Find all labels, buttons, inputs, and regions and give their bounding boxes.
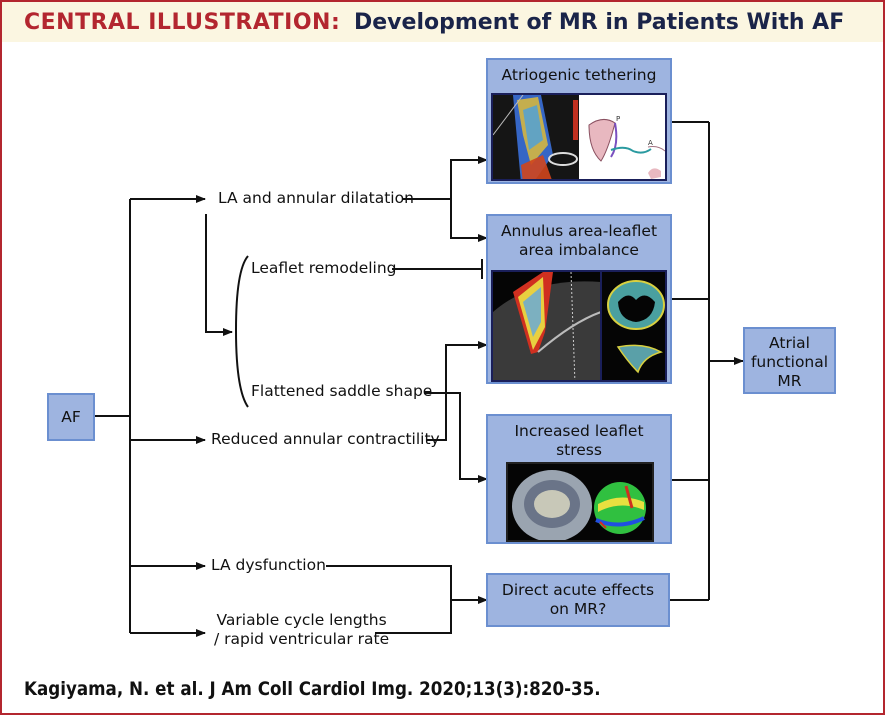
outcome-line2: functional [750, 353, 829, 371]
direct-acute-effects-box: Direct acute effects on MR? [486, 573, 670, 627]
atriogenic-image: P A [491, 93, 667, 181]
imbalance-title-line1: Annulus area-leaflet [500, 222, 658, 240]
atriogenic-title: Atriogenic tethering [501, 66, 657, 84]
stress-title-line2: stress [556, 441, 602, 459]
stress-image [506, 462, 654, 542]
leaflet-sketch-p-label: P [616, 115, 620, 123]
flattened-saddle-label: Flattened saddle shape [251, 382, 433, 400]
header-title: Development of MR in Patients With AF [354, 10, 845, 35]
direct-title-line1: Direct acute effects [501, 581, 655, 599]
leaflet-sketch-a-label: A [648, 139, 653, 147]
arrow-saddle-to-stress [424, 392, 488, 483]
imbalance-title-line2: area imbalance [519, 241, 639, 259]
arrow-to-atriogenic [450, 156, 488, 199]
af-label: AF [61, 408, 81, 426]
header-label: CENTRAL ILLUSTRATION: [24, 10, 341, 35]
outcome-line1: Atrial [769, 334, 810, 352]
la-dysfunction-label: LA dysfunction [211, 556, 326, 574]
atriogenic-tethering-box: Atriogenic tethering P A [486, 58, 672, 184]
af-box: AF [47, 393, 95, 441]
figure-header: CENTRAL ILLUSTRATION: Development of MR … [2, 2, 883, 42]
echo-doppler-image: P A [493, 95, 665, 179]
imbalance-image [491, 270, 667, 382]
arrow-to-imbalance [450, 199, 488, 242]
valve-stress-map-image [508, 464, 652, 540]
arrow-dilatation-to-bracket [205, 214, 233, 336]
reduced-contractility-label: Reduced annular contractility [211, 430, 440, 448]
leaflet-stress-box: Increased leaflet stress [486, 414, 672, 544]
stress-title-line1: Increased leaflet [514, 422, 644, 440]
annulus-imbalance-box: Annulus area-leaflet area imbalance [486, 214, 672, 384]
outcome-line3: MR [777, 372, 802, 390]
tee-3d-model-image [493, 272, 665, 380]
la-annular-dilatation-label: LA and annular dilatation [218, 189, 414, 207]
arrow-contractility-to-imbalance [426, 341, 488, 441]
bracket [234, 255, 249, 408]
leaflet-remodeling-label: Leaflet remodeling [251, 259, 397, 277]
direct-title-line2: on MR? [549, 600, 607, 618]
atrial-functional-mr-box: Atrial functional MR [743, 327, 836, 394]
variable-cycle-label: Variable cycle lengths / rapid ventricul… [214, 611, 390, 648]
citation: Kagiyama, N. et al. J Am Coll Cardiol Im… [24, 678, 601, 700]
